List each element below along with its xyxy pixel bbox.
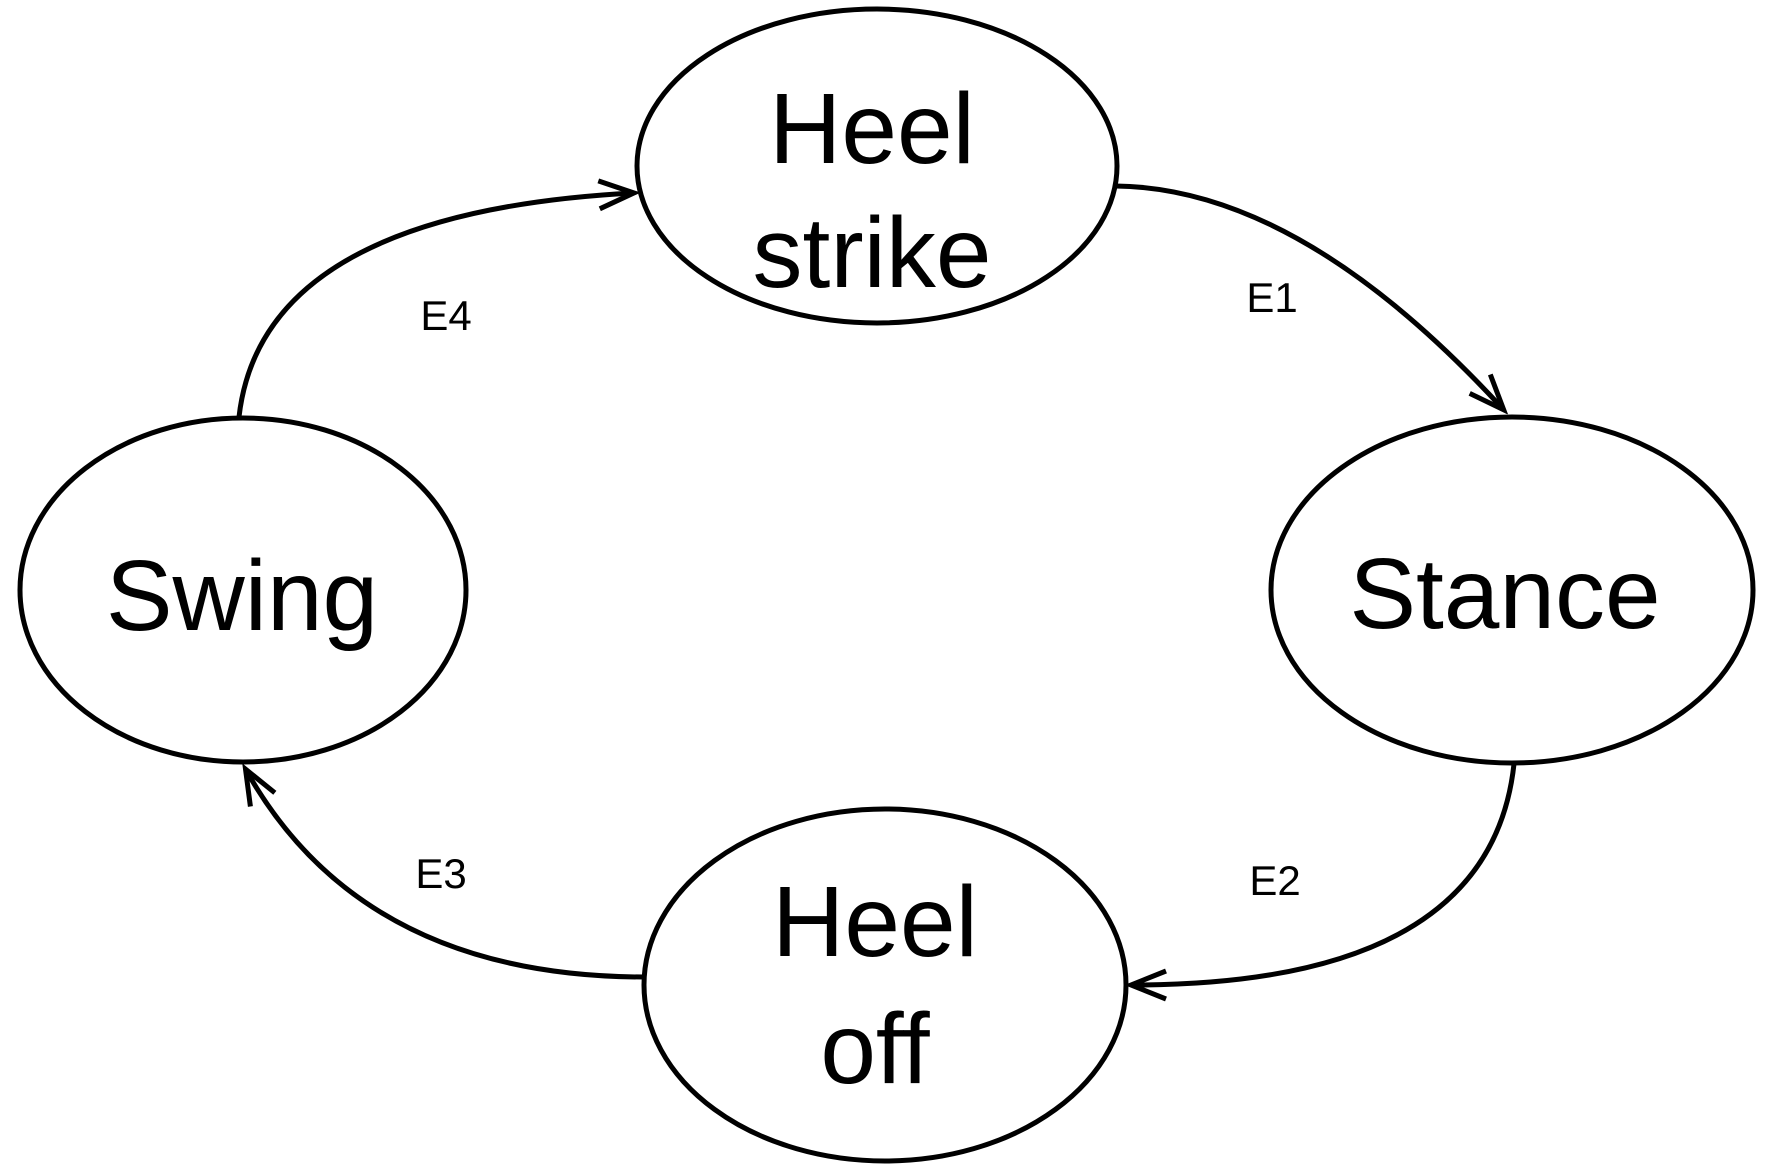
node-heel-off-label-line2: off [820,993,930,1105]
node-heel-off-label-line1: Heel [772,866,978,978]
edge-e4-label: E4 [420,292,471,339]
edge-e1-label: E1 [1246,274,1297,321]
node-stance-label: Stance [1349,538,1660,650]
node-swing-ellipse [17,415,469,765]
edge-e4-path [236,193,633,418]
node-heel-strike-ellipse [634,6,1120,326]
node-heel-off-ellipse [641,806,1129,1164]
node-swing-label: Swing [106,540,378,652]
edge-e3-path [246,770,646,980]
node-stance-ellipse [1268,414,1756,766]
edge-e2-path [1132,763,1517,985]
edge-e1-path [1115,183,1503,409]
edge-e3-label: E3 [415,850,466,897]
edge-e2-label: E2 [1249,857,1300,904]
node-heel-strike-label-line1: Heel [769,73,975,185]
node-heel-strike-label-line2: strike [753,197,992,309]
